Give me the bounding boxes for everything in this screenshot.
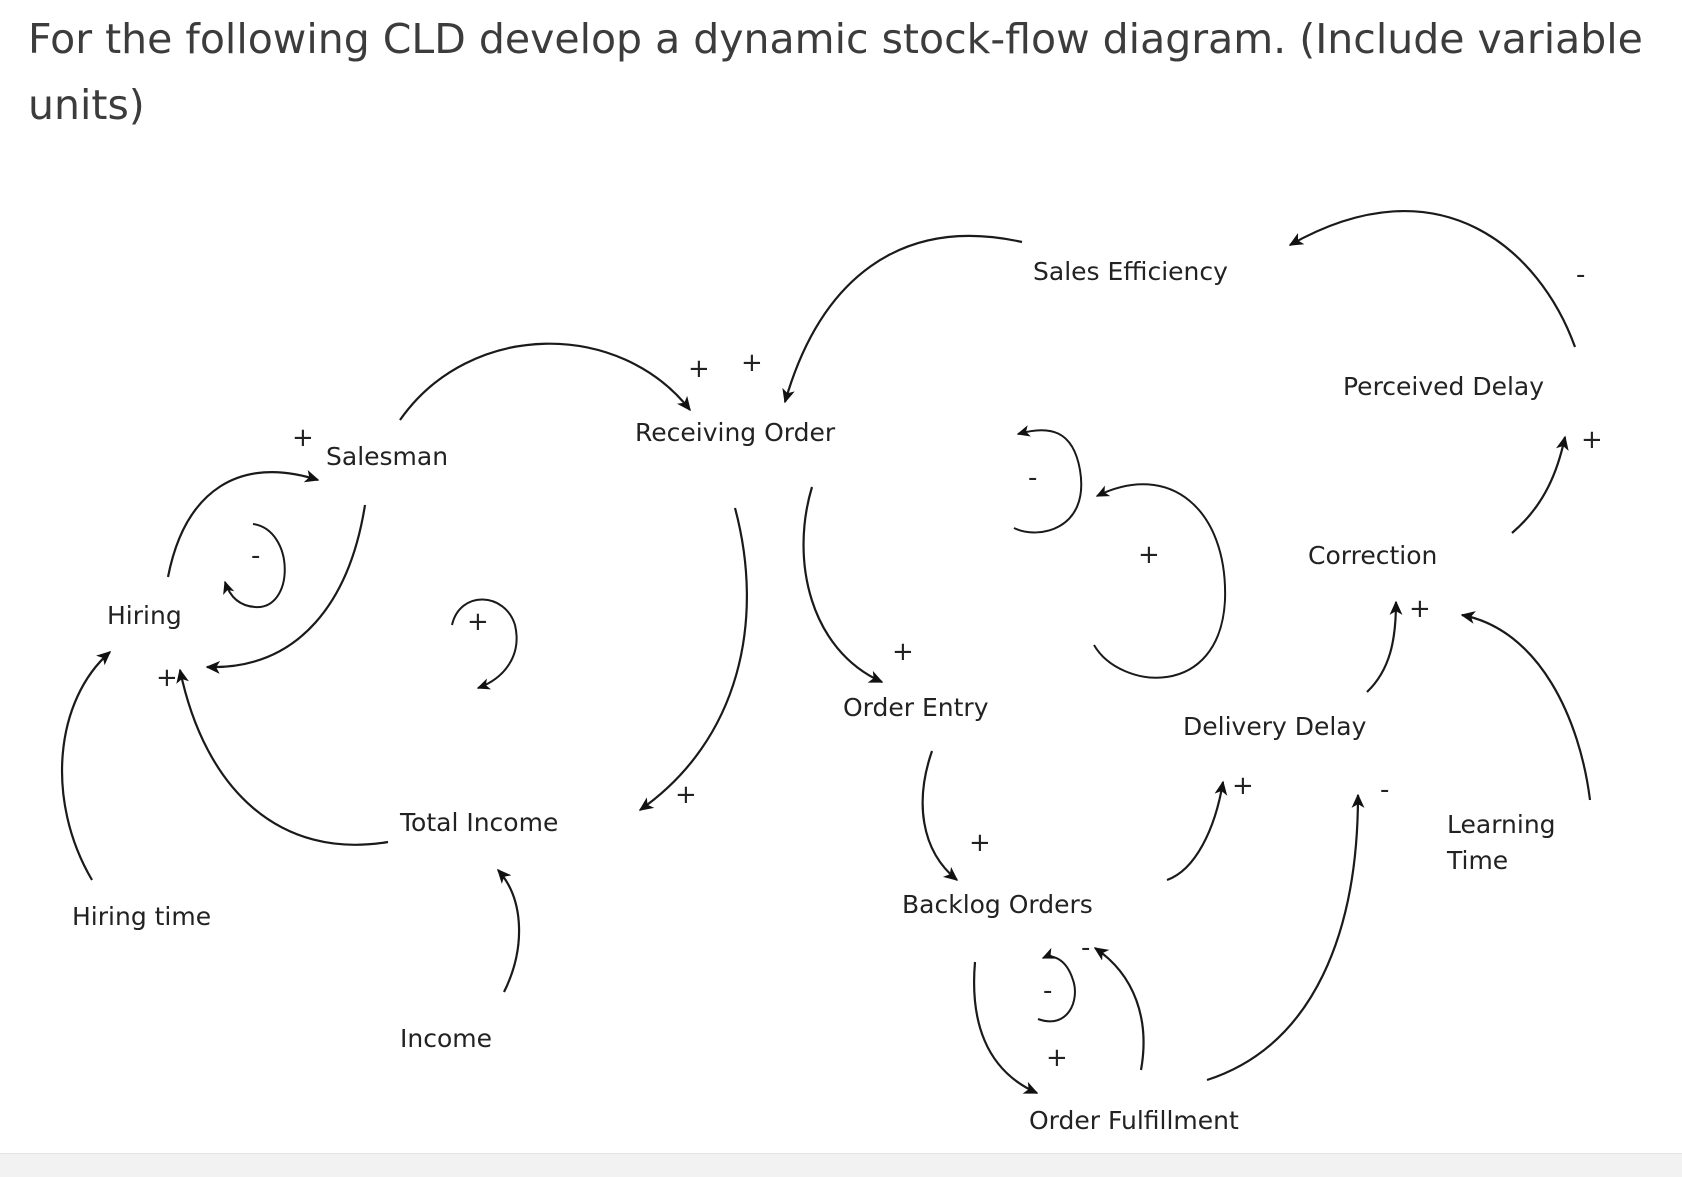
question-text: For the following CLD develop a dynamic … xyxy=(28,15,1643,129)
link-backlog-orders-to-delivery-delay xyxy=(1166,780,1228,882)
polarity-sales-efficiency-to-receiving-order: + xyxy=(741,348,763,378)
link-receiving-order-to-order-entry xyxy=(802,486,884,684)
var-correction: Correction xyxy=(1308,541,1437,570)
polarity-efficiency-loop: - xyxy=(1028,463,1037,493)
var-receiving-order: Receiving Order xyxy=(635,418,836,447)
var-delivery-delay: Delivery Delay xyxy=(1183,712,1367,741)
polarity-hiring-loop: - xyxy=(251,541,260,571)
income-loop-indicator xyxy=(451,598,518,690)
var-hiring-time: Hiring time xyxy=(72,902,211,931)
polarity-hiring-to-salesman: + xyxy=(292,423,314,453)
var-hiring: Hiring xyxy=(107,601,182,630)
link-learning-time-to-correction xyxy=(1460,611,1592,801)
var-backlog-orders: Backlog Orders xyxy=(902,890,1093,919)
link-sales-efficiency-to-receiving-order xyxy=(782,234,1023,404)
polarity-order-loop: + xyxy=(1138,540,1160,570)
polarity-correction-to-perceived-delay: + xyxy=(1581,425,1603,455)
link-perceived-delay-to-sales-efficiency xyxy=(1288,209,1577,348)
link-backlog-orders-to-order-fulfillment xyxy=(973,961,1039,1095)
var-order-fulfillment: Order Fulfillment xyxy=(1029,1106,1239,1135)
var-income: Income xyxy=(400,1024,492,1053)
link-total-income-to-hiring xyxy=(176,668,389,846)
bottom-bar xyxy=(0,1153,1682,1177)
var-total-income: Total Income xyxy=(399,808,558,837)
polarity-income-loop: + xyxy=(467,607,489,637)
link-hiring-time-to-hiring xyxy=(60,651,112,881)
link-order-entry-to-backlog-orders xyxy=(921,750,959,881)
link-receiving-order-to-total-income xyxy=(638,507,748,811)
hiring-loop-indicator xyxy=(223,523,286,609)
fulfillment-loop-indicator xyxy=(1037,947,1076,1023)
link-correction-to-perceived-delay xyxy=(1511,435,1569,534)
var-order-entry: Order Entry xyxy=(843,693,989,722)
var-salesman: Salesman xyxy=(326,442,448,471)
polarity-backlog-orders-to-delivery-delay: + xyxy=(1232,771,1254,801)
var-learning-time-line2: Time xyxy=(1446,846,1508,875)
polarity-order-fulfillment-to-backlog-orders: - xyxy=(1081,933,1090,963)
polarity-total-income-to-hiring: + xyxy=(156,663,178,693)
polarity-receiving-order-to-total-income: + xyxy=(675,780,697,810)
link-salesman-to-receiving-order xyxy=(399,342,691,421)
polarity-salesman-to-receiving-order: + xyxy=(688,354,710,384)
link-order-fulfillment-to-backlog-orders xyxy=(1093,947,1145,1071)
var-learning-time-line1: Learning xyxy=(1447,810,1556,839)
efficiency-loop-indicator xyxy=(1013,425,1083,534)
link-delivery-delay-to-correction xyxy=(1366,600,1403,693)
link-hiring-to-salesman xyxy=(166,469,320,578)
var-sales-efficiency: Sales Efficiency xyxy=(1033,257,1228,286)
link-salesman-to-hiring xyxy=(205,504,367,674)
polarity-fulfillment-loop: - xyxy=(1043,976,1052,1006)
polarity-delivery-delay-to-correction: + xyxy=(1409,594,1431,624)
polarity-perceived-delay-to-sales-efficiency: - xyxy=(1576,260,1585,290)
polarity-backlog-orders-to-order-fulfillment: + xyxy=(1046,1043,1068,1073)
link-income-to-total-income xyxy=(497,868,521,993)
polarity-order-entry-to-backlog-orders: + xyxy=(969,828,991,858)
polarity-order-fulfillment-to-delivery-delay: - xyxy=(1380,775,1389,805)
link-order-fulfillment-to-delivery-delay xyxy=(1206,793,1365,1082)
var-perceived-delay: Perceived Delay xyxy=(1343,372,1544,401)
order-loop-indicator xyxy=(1093,483,1227,679)
polarity-receiving-order-to-order-entry: + xyxy=(892,637,914,667)
